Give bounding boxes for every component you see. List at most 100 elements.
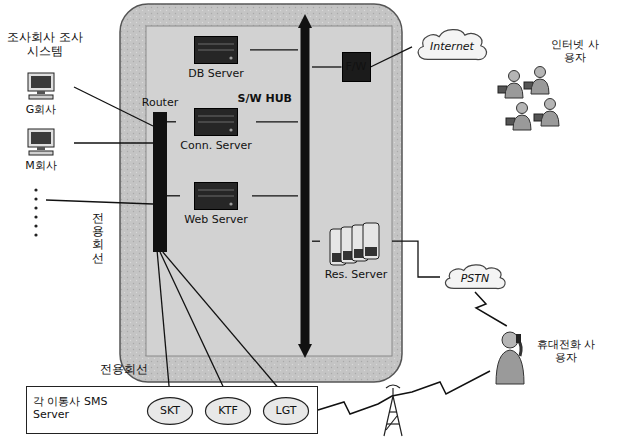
label-group: DB Server xyxy=(182,67,250,80)
server-slot xyxy=(198,50,234,51)
label-group: G회사 xyxy=(8,103,74,116)
connector-line xyxy=(312,241,320,242)
person-body xyxy=(513,115,531,130)
person-body xyxy=(505,83,523,98)
arrow-head xyxy=(298,14,312,28)
computer-node: G회사 xyxy=(8,72,74,122)
text-label: 전용회선 xyxy=(92,212,104,265)
node-label: KTF xyxy=(218,404,237,417)
person-head xyxy=(517,103,528,114)
connector-line xyxy=(475,292,507,326)
connector-line xyxy=(167,121,176,122)
label-group: Res. Server xyxy=(320,268,392,281)
computer-node: M회사 xyxy=(8,128,74,178)
label-group: 휴대전화 사용자 xyxy=(534,338,598,364)
node-label: Web Server xyxy=(180,213,252,226)
users-icon xyxy=(494,66,564,136)
label-group: LGT xyxy=(276,404,297,417)
label-group: KTF xyxy=(218,404,237,417)
cloud-path xyxy=(445,265,505,289)
stand xyxy=(37,147,45,150)
server-panel xyxy=(365,247,377,256)
person-head xyxy=(502,332,518,348)
carrier-oval: KTF xyxy=(205,397,251,425)
connector-line xyxy=(163,252,286,397)
server-led xyxy=(229,202,232,205)
phone-handset xyxy=(516,334,521,343)
connector-line xyxy=(74,87,153,126)
connector-line xyxy=(250,49,298,50)
oval-path xyxy=(147,398,192,425)
inner-frame xyxy=(146,26,392,356)
screen xyxy=(31,132,51,144)
router-bar: Router xyxy=(153,112,167,252)
cell-tower xyxy=(384,385,402,436)
carrier-oval: SKT xyxy=(147,397,193,425)
text-label: 조사회사 조사시스템 xyxy=(6,30,84,59)
firewall-box: F/W xyxy=(342,52,371,82)
node-label: Router xyxy=(142,96,178,109)
server-slot xyxy=(198,190,234,191)
hub-bar: S/W HUB xyxy=(298,14,312,358)
person-head xyxy=(535,67,546,78)
carrier-oval: LGT xyxy=(263,397,309,425)
screen xyxy=(31,76,51,88)
server-stack-icon xyxy=(328,222,384,266)
node-label: LGT xyxy=(276,404,297,417)
node-label: F/W xyxy=(346,60,367,73)
server-icon xyxy=(194,182,238,210)
keyboard xyxy=(29,95,53,99)
connector-line xyxy=(256,121,298,122)
mobile-user-icon xyxy=(490,326,530,386)
connector-line xyxy=(167,195,180,196)
server-body xyxy=(195,183,238,210)
person-head xyxy=(545,99,556,110)
label-group: Conn. Server xyxy=(176,139,256,152)
node-label: Conn. Server xyxy=(176,139,256,152)
oval-path xyxy=(205,398,250,425)
label-group: Router xyxy=(142,96,178,109)
node-label: S/W HUB xyxy=(238,92,292,105)
node-label: G회사 xyxy=(8,103,74,116)
server-slot xyxy=(198,122,234,123)
node-label: 각 이통사 SMS Server xyxy=(33,395,137,421)
connector-line xyxy=(74,142,153,143)
mobile-user: 휴대전화 사용자 xyxy=(490,326,602,386)
server-stack: Res. Server xyxy=(320,222,392,286)
node-label: SKT xyxy=(160,404,180,417)
server-icon xyxy=(194,36,238,64)
node-label: 인터넷 사용자 xyxy=(548,38,602,64)
connector-line xyxy=(312,66,342,67)
server-slot xyxy=(198,116,234,117)
person-body xyxy=(531,79,549,94)
server-led xyxy=(229,56,232,59)
leased-line xyxy=(46,200,153,204)
connector-line xyxy=(371,47,413,67)
person-head xyxy=(509,71,520,82)
node-label: DB Server xyxy=(182,67,250,80)
label-group: SKT xyxy=(160,404,180,417)
connector-line xyxy=(392,241,440,277)
label-group: Internet xyxy=(430,40,474,53)
sms-server-box: 각 이통사 SMS Server SKT KTF LGT xyxy=(26,386,318,434)
oval-path xyxy=(263,398,308,425)
server-box: DB Server xyxy=(182,36,250,82)
node-label: 휴대전화 사용자 xyxy=(534,338,598,364)
server-slot xyxy=(198,196,234,197)
center-region xyxy=(120,4,402,382)
server-tower xyxy=(363,223,379,259)
connector-line xyxy=(160,252,228,397)
label-group: F/W xyxy=(346,60,367,73)
computer-icon xyxy=(26,72,56,100)
label-group: S/W HUB xyxy=(236,92,294,105)
more-dots xyxy=(34,188,37,236)
connector-line xyxy=(318,371,490,414)
server-slot xyxy=(198,44,234,45)
server-led xyxy=(229,128,232,131)
connector-line xyxy=(157,252,170,397)
stand xyxy=(37,91,45,94)
label-group: Web Server xyxy=(180,213,252,226)
server-box: Conn. Server xyxy=(176,108,256,154)
computer-icon xyxy=(26,128,56,156)
